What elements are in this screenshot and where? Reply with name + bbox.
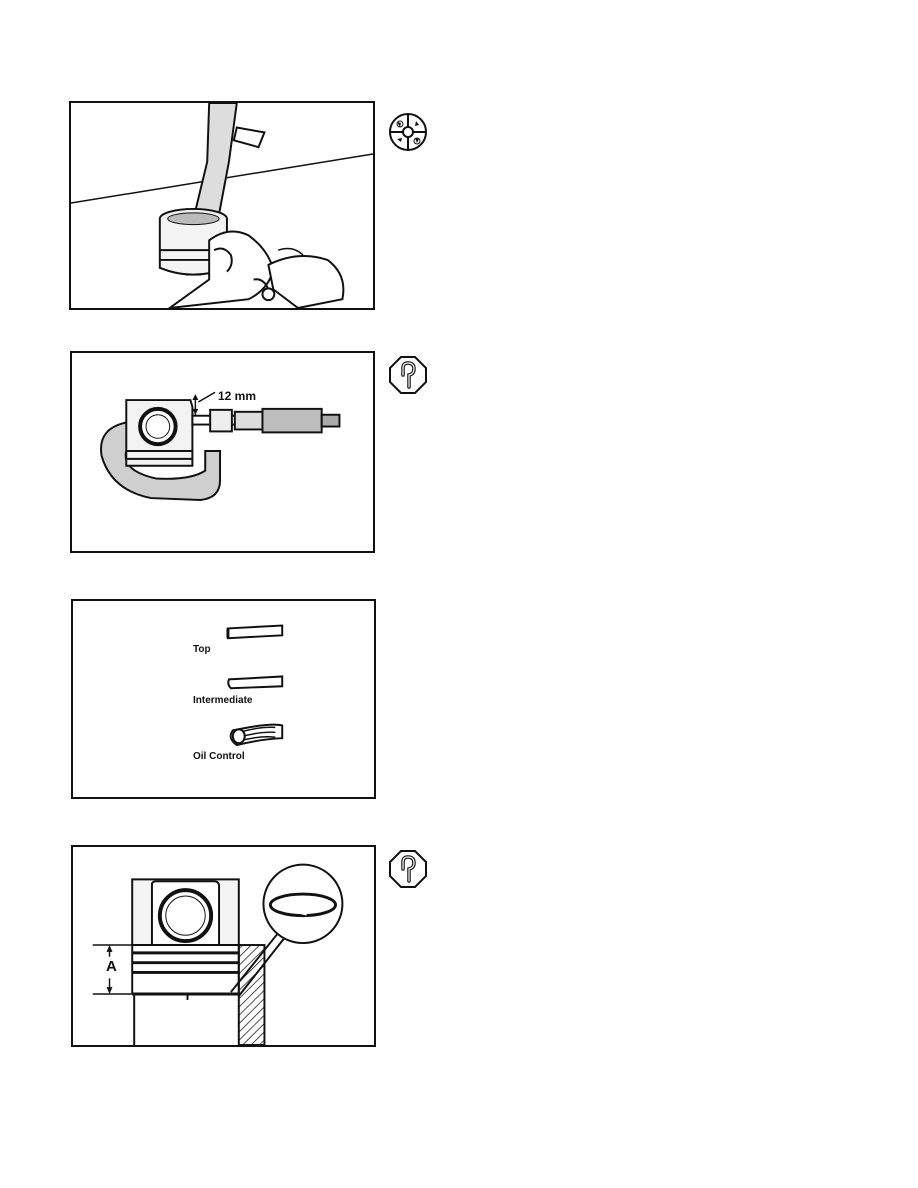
ring-label-oil-control: Oil Control [193, 751, 245, 762]
assembly-tools-icon [388, 112, 428, 152]
dimension-label: 12 mm [218, 389, 257, 403]
inspection-hook-icon [388, 355, 428, 395]
ring-types-figure: Top Intermediate Oil Control [71, 599, 376, 799]
ring-label-intermediate: Intermediate [193, 695, 253, 706]
ring-gap-figure: A [71, 845, 376, 1047]
dimension-label-a: A [106, 958, 117, 975]
piston-measure-figure: 12 mm [70, 351, 375, 553]
inspection-hook-icon [388, 849, 428, 889]
ring-label-top: Top [193, 644, 211, 655]
piston-install-figure [69, 101, 375, 310]
